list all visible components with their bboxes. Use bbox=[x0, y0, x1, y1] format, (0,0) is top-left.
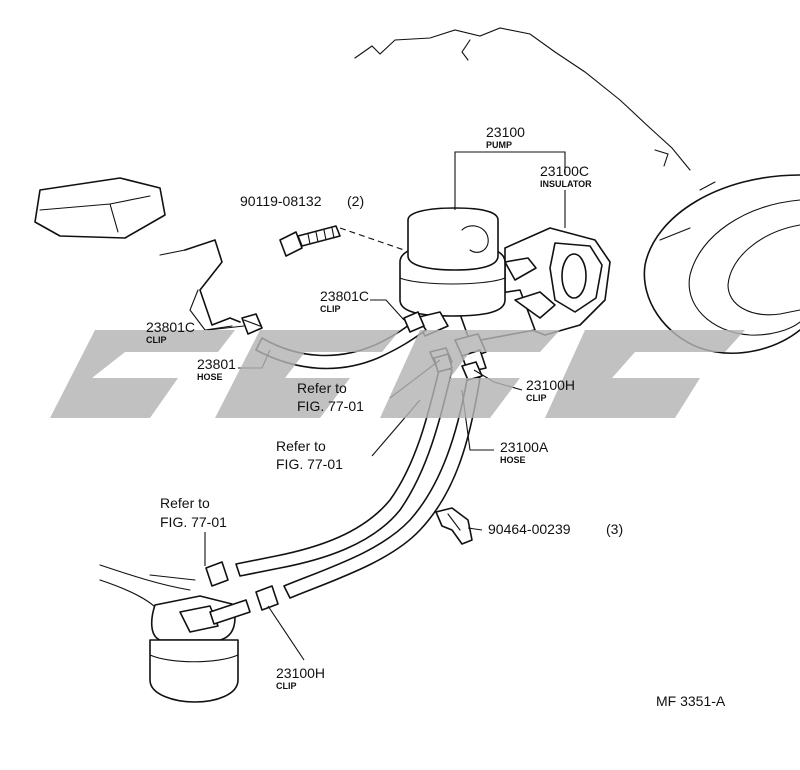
ref-1-line2: FIG. 77-01 bbox=[297, 398, 364, 414]
clip-23801c-left bbox=[241, 313, 263, 335]
clip-upper-part-name: CLIP bbox=[320, 304, 341, 314]
ref-2-line2: FIG. 77-01 bbox=[276, 456, 343, 472]
label-ref-3: Refer to FIG. 77-01 bbox=[160, 495, 227, 530]
label-ref-1: Refer to FIG. 77-01 bbox=[297, 380, 364, 414]
clip-part-number: 90464-00239 bbox=[488, 521, 571, 537]
hose-long-part-number: 23100A bbox=[500, 439, 549, 455]
label-bolt: 90119-08132 (2) bbox=[240, 193, 364, 209]
pump-part-number: 23100 bbox=[486, 124, 525, 140]
fuel-pump bbox=[399, 207, 611, 373]
label-hose-small: 23801 HOSE bbox=[197, 356, 236, 382]
clip-bottom-right bbox=[255, 585, 279, 611]
insulator-part-number: 23100C bbox=[540, 163, 589, 179]
label-clip-left: 23801C CLIP bbox=[146, 319, 195, 345]
clip-left-part-number: 23801C bbox=[146, 319, 195, 335]
clip-90464 bbox=[435, 507, 473, 545]
ref-2-line1: Refer to bbox=[276, 438, 326, 454]
clip-left-part-name: CLIP bbox=[146, 335, 167, 345]
label-clip-upper: 23801C CLIP bbox=[320, 288, 369, 314]
hose-long-part-name: HOSE bbox=[500, 455, 526, 465]
clip-right-part-number: 23100H bbox=[526, 377, 575, 393]
watermark-logo bbox=[50, 330, 745, 418]
insulator-part-name: INSULATOR bbox=[540, 179, 592, 189]
label-clip-bottom: 23100H CLIP bbox=[276, 665, 325, 691]
bolt-part-number: 90119-08132 bbox=[240, 193, 322, 209]
ref-1-line1: Refer to bbox=[297, 380, 347, 396]
label-clip-right: 23100H CLIP bbox=[526, 377, 575, 403]
clip-right-part-name: CLIP bbox=[526, 393, 547, 403]
label-hose-long: 23100A HOSE bbox=[500, 439, 549, 465]
figure-code: MF 3351-A bbox=[656, 693, 726, 709]
clip-bottom-left bbox=[205, 561, 229, 587]
clip-upper-part-number: 23801C bbox=[320, 288, 369, 304]
ref-3-line2: FIG. 77-01 bbox=[160, 514, 227, 530]
hose-small-part-name: HOSE bbox=[197, 372, 223, 382]
clip-bottom-part-number: 23100H bbox=[276, 665, 325, 681]
label-insulator: 23100C INSULATOR bbox=[540, 163, 592, 189]
bolt-quantity: (2) bbox=[347, 193, 364, 209]
air-cleaner bbox=[34, 177, 241, 331]
clip-bottom-part-name: CLIP bbox=[276, 681, 297, 691]
label-ref-2: Refer to FIG. 77-01 bbox=[276, 438, 343, 472]
clip-23100h-top bbox=[461, 361, 483, 381]
pump-part-name: PUMP bbox=[486, 140, 512, 150]
label-pump: 23100 PUMP bbox=[486, 124, 525, 150]
fan-pulley bbox=[643, 174, 800, 354]
ref-3-line1: Refer to bbox=[160, 495, 210, 511]
hose-23100a-right bbox=[283, 373, 481, 599]
hose-23100a-left bbox=[235, 365, 453, 577]
clip-part-quantity: (3) bbox=[606, 521, 623, 537]
hose-small-part-number: 23801 bbox=[197, 356, 236, 372]
bolt-90119 bbox=[279, 225, 341, 257]
label-clip-part: 90464-00239 (3) bbox=[488, 521, 623, 537]
clip-23801c-upper bbox=[403, 311, 425, 333]
fuel-filter bbox=[99, 564, 251, 703]
